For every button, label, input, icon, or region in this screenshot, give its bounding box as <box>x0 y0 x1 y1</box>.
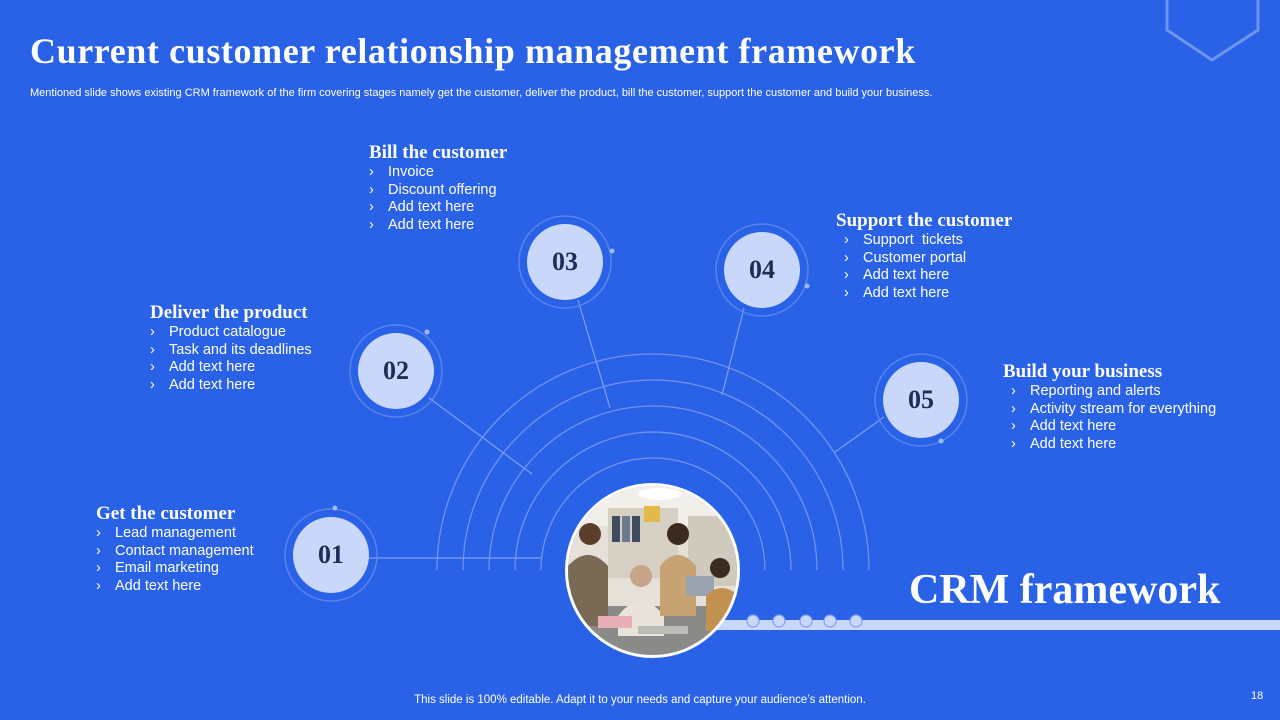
chevron-right-icon: › <box>369 164 374 180</box>
stage-04-circle: 04 <box>724 232 800 308</box>
list-item: ›Add text here <box>96 577 202 594</box>
slide-subtitle: Mentioned slide shows existing CRM frame… <box>30 87 933 99</box>
stage-01-circle: 01 <box>293 517 369 593</box>
list-item: ›Add text here <box>844 267 950 283</box>
list-item: ›Contact management <box>96 542 254 559</box>
list-item: ›Add text here <box>369 199 475 215</box>
chevron-right-icon: › <box>369 199 374 215</box>
stage-01-list: ›Lead management ›Contact management ›Em… <box>96 525 254 595</box>
chevron-right-icon: › <box>844 267 849 283</box>
chevron-right-icon: › <box>96 577 101 594</box>
list-item: ›Add text here <box>369 216 475 233</box>
stage-05-list: ›Reporting and alerts ›Activity stream f… <box>1011 383 1216 453</box>
list-item: ›Discount offering <box>369 181 497 198</box>
stage-04-list: ›Support tickets ›Customer portal ›Add t… <box>844 232 1012 302</box>
list-item: ›Invoice <box>369 164 434 180</box>
chevron-right-icon: › <box>369 181 374 198</box>
footer-note: This slide is 100% editable. Adapt it to… <box>414 694 866 706</box>
list-item: ›Lead management <box>96 525 236 541</box>
stage-04-text: Support the customer ›Support tickets ›C… <box>836 210 1012 302</box>
stage-01-text: Get the customer ›Lead management ›Conta… <box>96 503 254 595</box>
stage-02-text: Deliver the product ›Product catalogue ›… <box>150 302 312 394</box>
stage-01-title: Get the customer <box>96 503 236 524</box>
list-item: ›Reporting and alerts <box>1011 383 1161 399</box>
list-item: ›Email marketing <box>96 560 219 576</box>
list-item: ›Task and its deadlines <box>150 341 312 358</box>
chevron-right-icon: › <box>150 376 155 393</box>
stage-04-title: Support the customer <box>836 210 1013 231</box>
stage-02-list: ›Product catalogue ›Task and its deadlin… <box>150 324 312 394</box>
list-item: ›Add text here <box>1011 418 1117 434</box>
chevron-right-icon: › <box>1011 435 1016 452</box>
stage-05-text: Build your business ›Reporting and alert… <box>1003 361 1216 453</box>
chevron-right-icon: › <box>150 341 155 358</box>
stage-03-circle: 03 <box>527 224 603 300</box>
list-item: ›Product catalogue <box>150 324 286 340</box>
list-item: ›Add text here <box>150 359 256 375</box>
list-item: ›Add text here <box>844 284 950 301</box>
crm-framework-label: CRM framework <box>909 567 1221 613</box>
chevron-right-icon: › <box>96 542 101 559</box>
hexagon-outline-icon <box>1165 0 1260 62</box>
chevron-right-icon: › <box>96 560 101 576</box>
stage-03-title: Bill the customer <box>369 142 508 163</box>
stage-05-title: Build your business <box>1003 361 1163 382</box>
list-item: ›Activity stream for everything <box>1011 400 1217 417</box>
office-team-image <box>568 486 737 655</box>
list-item: ›Add text here <box>1011 435 1117 452</box>
stage-03-list: ›Invoice ›Discount offering ›Add text he… <box>369 164 507 234</box>
chevron-right-icon: › <box>1011 418 1016 434</box>
chevron-right-icon: › <box>844 249 849 266</box>
chevron-right-icon: › <box>150 359 155 375</box>
stage-02-circle: 02 <box>358 333 434 409</box>
stage-03-text: Bill the customer ›Invoice ›Discount off… <box>369 142 507 234</box>
chevron-right-icon: › <box>844 284 849 301</box>
slide-title: Current customer relationship management… <box>30 31 916 71</box>
chevron-right-icon: › <box>1011 383 1016 399</box>
list-item: ›Add text here <box>150 376 256 393</box>
list-item: ›Customer portal <box>844 249 967 266</box>
chevron-right-icon: › <box>150 324 155 340</box>
chevron-right-icon: › <box>1011 400 1016 417</box>
chevron-right-icon: › <box>369 216 374 233</box>
stage-05-circle: 05 <box>883 362 959 438</box>
chevron-right-icon: › <box>844 232 849 248</box>
chevron-right-icon: › <box>96 525 101 541</box>
team-photo <box>565 483 740 658</box>
page-number: 18 <box>1251 690 1264 702</box>
list-item: ›Support tickets <box>844 232 963 248</box>
stage-02-title: Deliver the product <box>150 302 308 323</box>
